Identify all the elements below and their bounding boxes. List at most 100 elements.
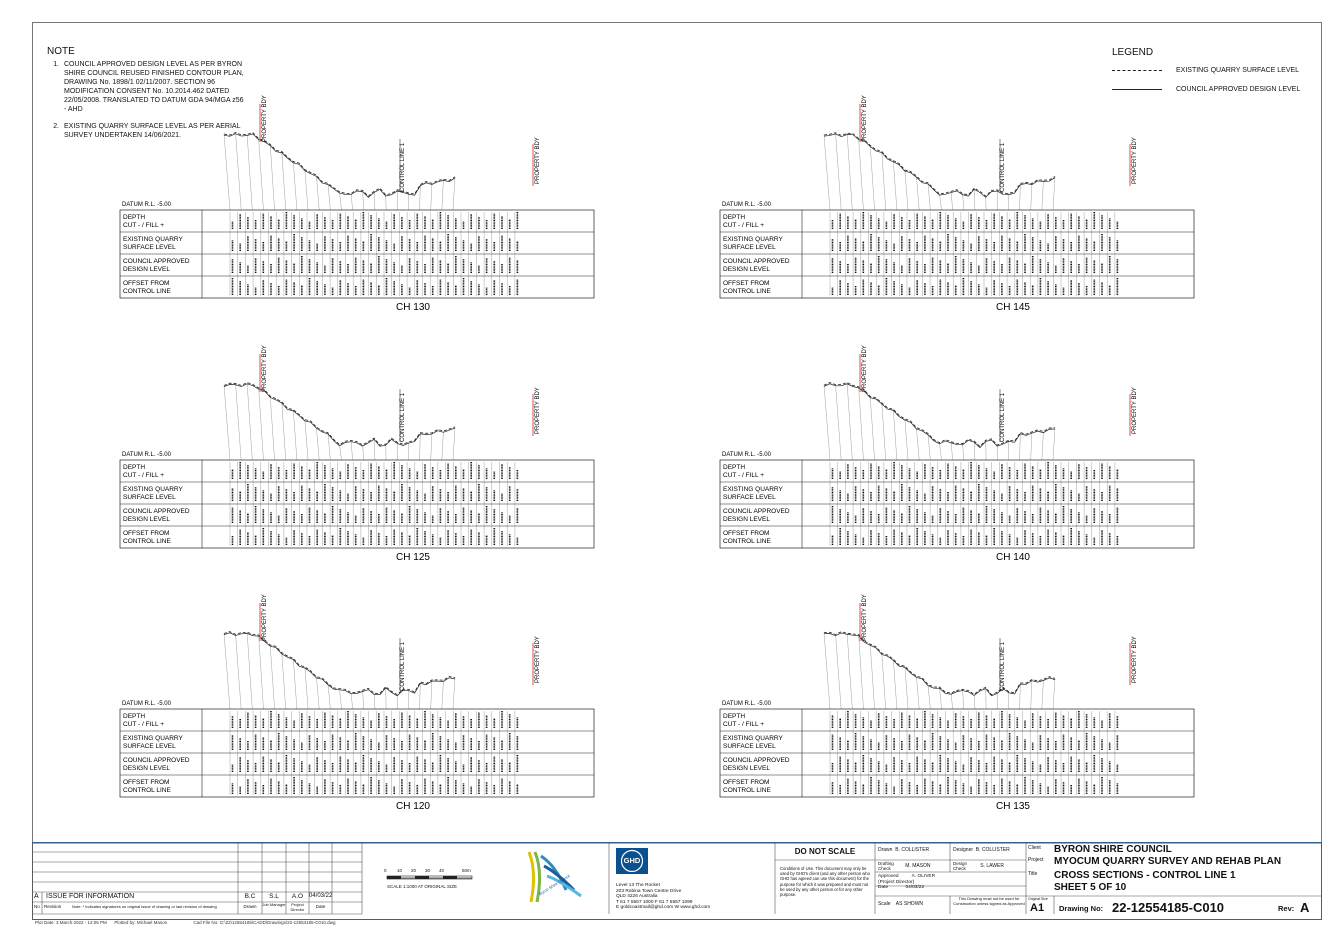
leader-line <box>419 432 421 461</box>
scale-field: Scale AS SHOWN <box>878 901 924 907</box>
section-title: CH 145 <box>996 302 1030 313</box>
section-title: CH 135 <box>996 801 1030 812</box>
row-label: EXISTING QUARRY <box>123 486 184 493</box>
leader-line <box>373 693 376 710</box>
leader-line <box>858 634 864 710</box>
leader-line <box>881 402 886 461</box>
leader-line <box>916 427 920 461</box>
control-line-label: CONTROL LINE 1 <box>400 641 406 691</box>
solid-line-swatch <box>1112 89 1162 90</box>
row-label: EXISTING QUARRY <box>723 236 784 243</box>
original-size: A1 <box>1030 902 1045 914</box>
leader-line <box>939 687 942 710</box>
leader-line <box>823 134 831 211</box>
design-level-line <box>223 383 456 447</box>
existing-surface-line <box>223 631 456 696</box>
row-label: EXISTING QUARRY <box>723 735 784 742</box>
title-label: Title <box>1028 871 1038 877</box>
leader-line <box>316 427 320 461</box>
leader-line <box>870 396 875 461</box>
leader-line <box>304 666 309 710</box>
row-label: COUNCIL APPROVED <box>123 508 190 515</box>
leader-line <box>973 188 976 211</box>
row-label: CONTROL LINE <box>123 538 171 545</box>
note-heading: NOTE <box>47 46 75 57</box>
leader-line <box>430 183 433 211</box>
row-label: DESIGN LEVEL <box>723 516 770 523</box>
leader-line <box>270 144 275 211</box>
row-label: DESIGN LEVEL <box>723 765 770 772</box>
address-line-3: QLD 4226 Australia <box>616 894 658 900</box>
section-title: CH 120 <box>396 801 430 812</box>
property-bdy-label: PROPERTY BDY <box>862 345 868 392</box>
leader-line <box>893 160 898 211</box>
row-label: SURFACE LEVEL <box>123 743 176 750</box>
leader-line <box>939 442 942 461</box>
leader-line <box>846 633 853 710</box>
leader-line <box>235 383 242 461</box>
property-bdy-label: PROPERTY BDY <box>262 345 268 392</box>
drawn-value: B. COLLISTER <box>895 847 930 853</box>
rev-header-no: No <box>34 904 40 909</box>
property-bdy-label: PROPERTY BDY <box>535 387 541 434</box>
address-line-5: E goldcoastmail@ghd.com W www.ghd.com <box>616 905 711 911</box>
datum-label: DATUM R.L. -5.00 <box>722 202 772 208</box>
conditions-of-use: Conditions of Use. This document may onl… <box>780 866 870 898</box>
leader-line <box>441 680 444 710</box>
row-label: CUT - / FILL + <box>723 222 764 229</box>
rev-header-drawn: Drawn <box>243 904 257 909</box>
address-line-2: 203 Robina Town Centre Drive <box>616 888 682 894</box>
legend-block: LEGEND EXISTING QUARRY SURFACE LEVEL COU… <box>1112 47 1312 99</box>
design-level-line <box>223 632 456 697</box>
plotted-by: Plotted by: Michael Mason <box>114 920 168 925</box>
leader-line <box>235 634 242 710</box>
revision-description: ISSUE FOR INFORMATION <box>46 893 135 900</box>
leader-line <box>304 419 309 461</box>
leader-line <box>1030 679 1033 710</box>
leader-line <box>904 666 909 710</box>
leader-line <box>904 418 909 461</box>
leader-line <box>1030 183 1033 211</box>
rev-header-date: Date <box>315 904 326 909</box>
client-name: BYRON SHIRE COUNCIL <box>1054 844 1172 855</box>
leader-line <box>881 653 886 710</box>
row-label: SURFACE LEVEL <box>123 244 176 251</box>
leader-line <box>870 145 875 211</box>
row-label: CONTROL LINE <box>723 787 771 794</box>
control-line-label: CONTROL LINE 1 <box>1000 641 1006 691</box>
leader-line <box>1041 431 1044 461</box>
dashed-line-swatch <box>1112 70 1162 71</box>
plot-date: Plot Date: 3 March 2022 - 12:05 PM <box>35 920 107 925</box>
title-block-frame <box>32 842 1322 920</box>
leader-line <box>246 382 253 461</box>
plot-info: Plot Date: 3 March 2022 - 12:05 PM Plott… <box>35 920 535 925</box>
leader-line <box>293 161 298 211</box>
rev-header-job-manager: Job Manager <box>262 902 286 907</box>
scale-tick-30: 30 <box>425 868 431 873</box>
address-line-1: Level 13 The Rocket <box>616 883 660 888</box>
rev-value: A <box>1300 900 1310 915</box>
ghd-address: Level 13 The Rocket 203 Robina Town Cent… <box>616 883 766 911</box>
designer-field: Designer B. COLLISTER <box>953 847 1010 853</box>
section-title: CH 130 <box>396 302 430 313</box>
leader-line <box>281 151 286 211</box>
leader-line <box>858 386 864 461</box>
row-label: DEPTH <box>123 464 145 471</box>
property-bdy-label: PROPERTY BDY <box>862 95 868 142</box>
rev-header-note: Note: * indicates signatures on original… <box>72 904 217 909</box>
datum-label: DATUM R.L. -5.00 <box>122 701 172 707</box>
property-bdy-label: PROPERTY BDY <box>862 594 868 641</box>
leader-line <box>1030 431 1033 461</box>
leader-line <box>835 384 842 461</box>
row-label: DEPTH <box>723 464 745 471</box>
row-label: EXISTING QUARRY <box>723 486 784 493</box>
leader-line <box>452 176 456 211</box>
row-label: OFFSET FROM <box>723 530 769 537</box>
leader-line <box>950 693 953 710</box>
row-label: COUNCIL APPROVED <box>123 258 190 265</box>
leader-line <box>973 441 976 461</box>
notes-block: NOTE COUNCIL APPROVED DESIGN LEVEL AS PE… <box>47 47 247 148</box>
leader-line <box>270 396 275 461</box>
